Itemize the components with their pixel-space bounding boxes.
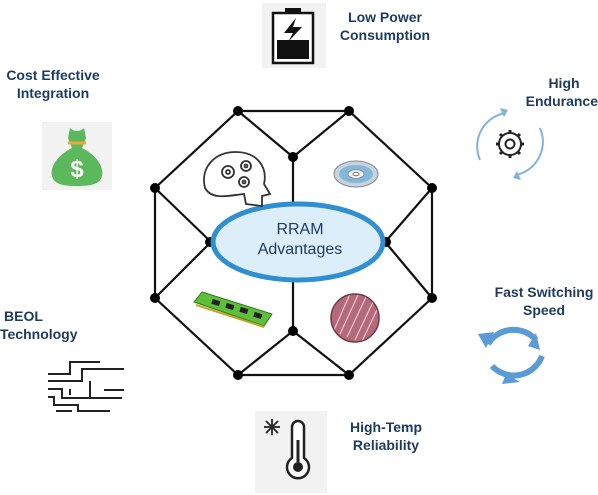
frame-line bbox=[154, 187, 211, 242]
label-low-power: Low Power Consumption bbox=[334, 8, 436, 44]
label-high-temp: High-Temp Reliability bbox=[340, 418, 432, 454]
node bbox=[233, 370, 243, 380]
label-high-endurance-line2: Endurance bbox=[525, 93, 598, 109]
label-cost-line1: Cost Effective bbox=[6, 67, 100, 83]
label-low-power-line2: Consumption bbox=[339, 27, 431, 43]
label-low-power-line1: Low Power bbox=[348, 9, 422, 25]
label-high-temp-line1: High-Temp bbox=[349, 419, 423, 435]
label-high-endurance: High Endurance bbox=[510, 74, 598, 110]
circuit-icon bbox=[48, 361, 124, 412]
node bbox=[427, 183, 437, 193]
money-bag-icon: $ bbox=[42, 122, 112, 190]
label-fast-switching: Fast Switching Speed bbox=[488, 283, 598, 319]
label-beol-line2: Technology bbox=[0, 326, 78, 342]
label-cost: Cost Effective Integration bbox=[0, 66, 106, 102]
node bbox=[288, 152, 298, 162]
brain-gears-icon bbox=[203, 151, 272, 208]
thermometer-snowflake-icon bbox=[255, 411, 327, 493]
sync-arrowheads bbox=[478, 332, 540, 384]
sync-arrows-icon bbox=[485, 326, 545, 379]
battery-icon bbox=[262, 3, 326, 68]
node bbox=[344, 370, 354, 380]
dollar-sign: $ bbox=[70, 156, 84, 183]
center-label: RRAM Advantages bbox=[212, 220, 388, 260]
frame-line bbox=[385, 242, 433, 299]
frame-line bbox=[237, 110, 294, 158]
gear-cycle-icon bbox=[476, 108, 544, 180]
node bbox=[344, 106, 354, 116]
frame-line bbox=[154, 242, 211, 299]
node bbox=[150, 183, 160, 193]
disc-icon bbox=[333, 160, 379, 188]
wafer-icon bbox=[330, 293, 380, 343]
node bbox=[427, 293, 437, 303]
frame-line bbox=[292, 110, 350, 158]
center-ellipse bbox=[210, 201, 386, 283]
label-fast-switching-line2: Speed bbox=[522, 302, 565, 318]
node bbox=[233, 106, 243, 116]
label-beol-line1: BEOL bbox=[4, 308, 43, 324]
center-label-line2: Advantages bbox=[257, 241, 343, 258]
label-fast-switching-line1: Fast Switching bbox=[494, 284, 594, 300]
label-high-endurance-line1: High bbox=[548, 75, 580, 91]
frame-line bbox=[292, 330, 350, 376]
frame-line bbox=[385, 187, 433, 242]
label-high-temp-line2: Reliability bbox=[352, 437, 420, 453]
node bbox=[288, 326, 298, 336]
center-label-line1: RRAM bbox=[276, 221, 324, 238]
memory-module-icon bbox=[193, 291, 273, 328]
label-cost-line2: Integration bbox=[16, 85, 90, 101]
label-beol: BEOL Technology bbox=[0, 307, 100, 343]
node bbox=[150, 293, 160, 303]
frame-line bbox=[237, 330, 294, 376]
